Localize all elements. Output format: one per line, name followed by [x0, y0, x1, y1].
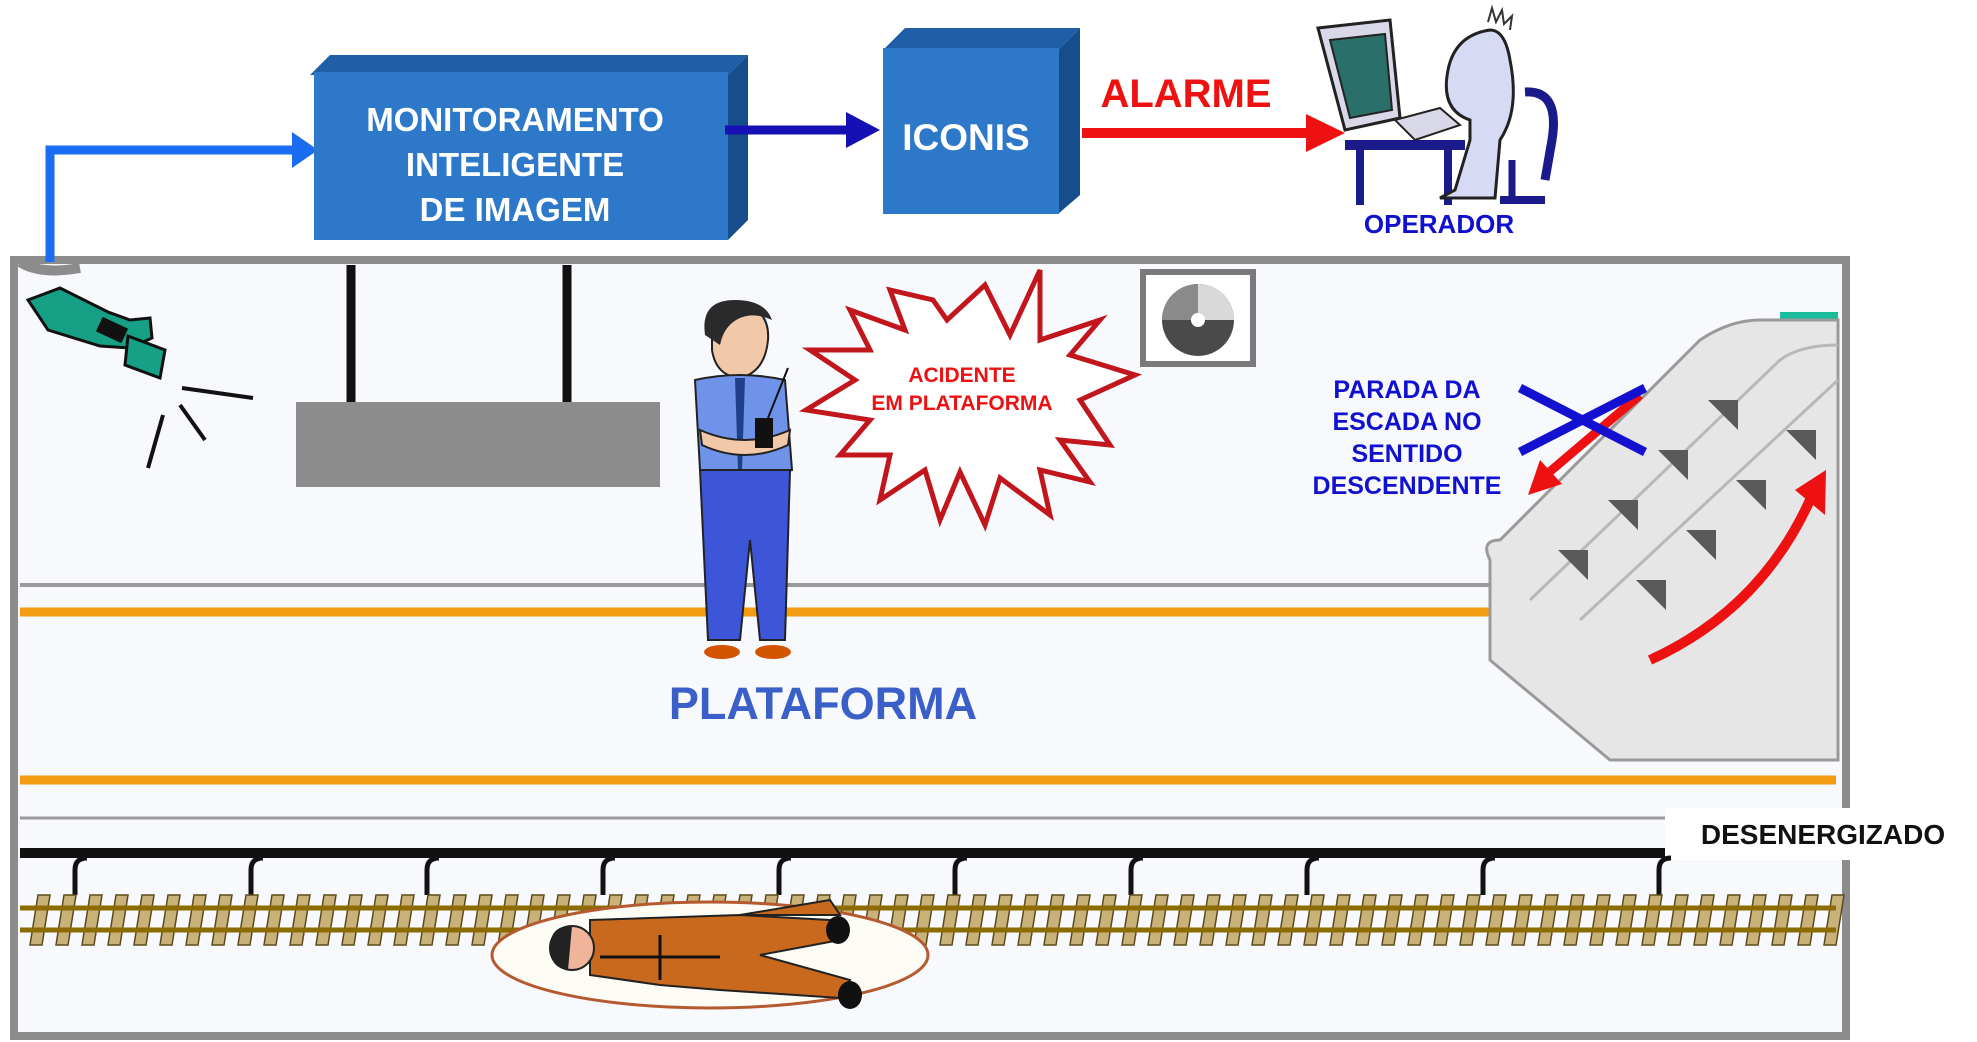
hanging-sign: [296, 265, 660, 487]
operator-label: OPERADOR: [1364, 209, 1514, 239]
iconis-box: [883, 28, 1080, 214]
security-camera-icon: [25, 286, 254, 469]
accident-label-line1: ACIDENTE: [908, 364, 1015, 387]
escalator-note-line2: ESCADA NO: [1332, 408, 1481, 436]
injured-person-icon: [490, 898, 930, 1010]
disc-icon: [1140, 269, 1256, 367]
camera-uplink-arrow: [45, 145, 295, 262]
track-status-label: DESENERGIZADO: [1701, 819, 1945, 850]
rail-bracket: [600, 855, 616, 895]
cancel-x-line2: [1517, 383, 1648, 457]
monitoring-label-line2: INTELIGENTE: [406, 146, 624, 183]
rail-bracket: [424, 855, 440, 895]
platform-label: PLATAFORMA: [669, 678, 977, 729]
rail-bracket: [72, 855, 88, 895]
security-guard-icon: [693, 300, 794, 659]
rail-bracket: [952, 855, 968, 895]
rail-bracket: [1480, 855, 1496, 895]
alarm-label: ALARME: [1100, 72, 1271, 116]
accident-label-line2: EM PLATAFORMA: [871, 392, 1052, 415]
rail-bracket: [1128, 855, 1144, 895]
monitoring-box: [310, 55, 748, 240]
rail-bracket: [248, 855, 264, 895]
camera-uplink-arrowhead: [292, 132, 318, 168]
escalator-note-line1: PARADA DA: [1333, 376, 1480, 404]
rail-brackets: [72, 855, 1672, 895]
rail-bracket: [1304, 855, 1320, 895]
monitoring-label-line1: MONITORAMENTO: [366, 101, 664, 138]
escalator-note-line3: SENTIDO: [1351, 440, 1462, 468]
iconis-label: ICONIS: [902, 117, 1029, 158]
escalator-note-line4: DESCENDENTE: [1313, 472, 1502, 500]
monitoring-label-line3: DE IMAGEM: [420, 191, 611, 228]
escalator-down-arrow: [1537, 391, 1643, 484]
rail-bracket: [776, 855, 792, 895]
track-status-bg: [1665, 808, 1977, 860]
operator-at-computer-icon: [1316, 4, 1558, 205]
escalator-icon: [1485, 312, 1840, 762]
accident-burst: [798, 268, 1143, 532]
rail-bracket: [1656, 855, 1672, 895]
